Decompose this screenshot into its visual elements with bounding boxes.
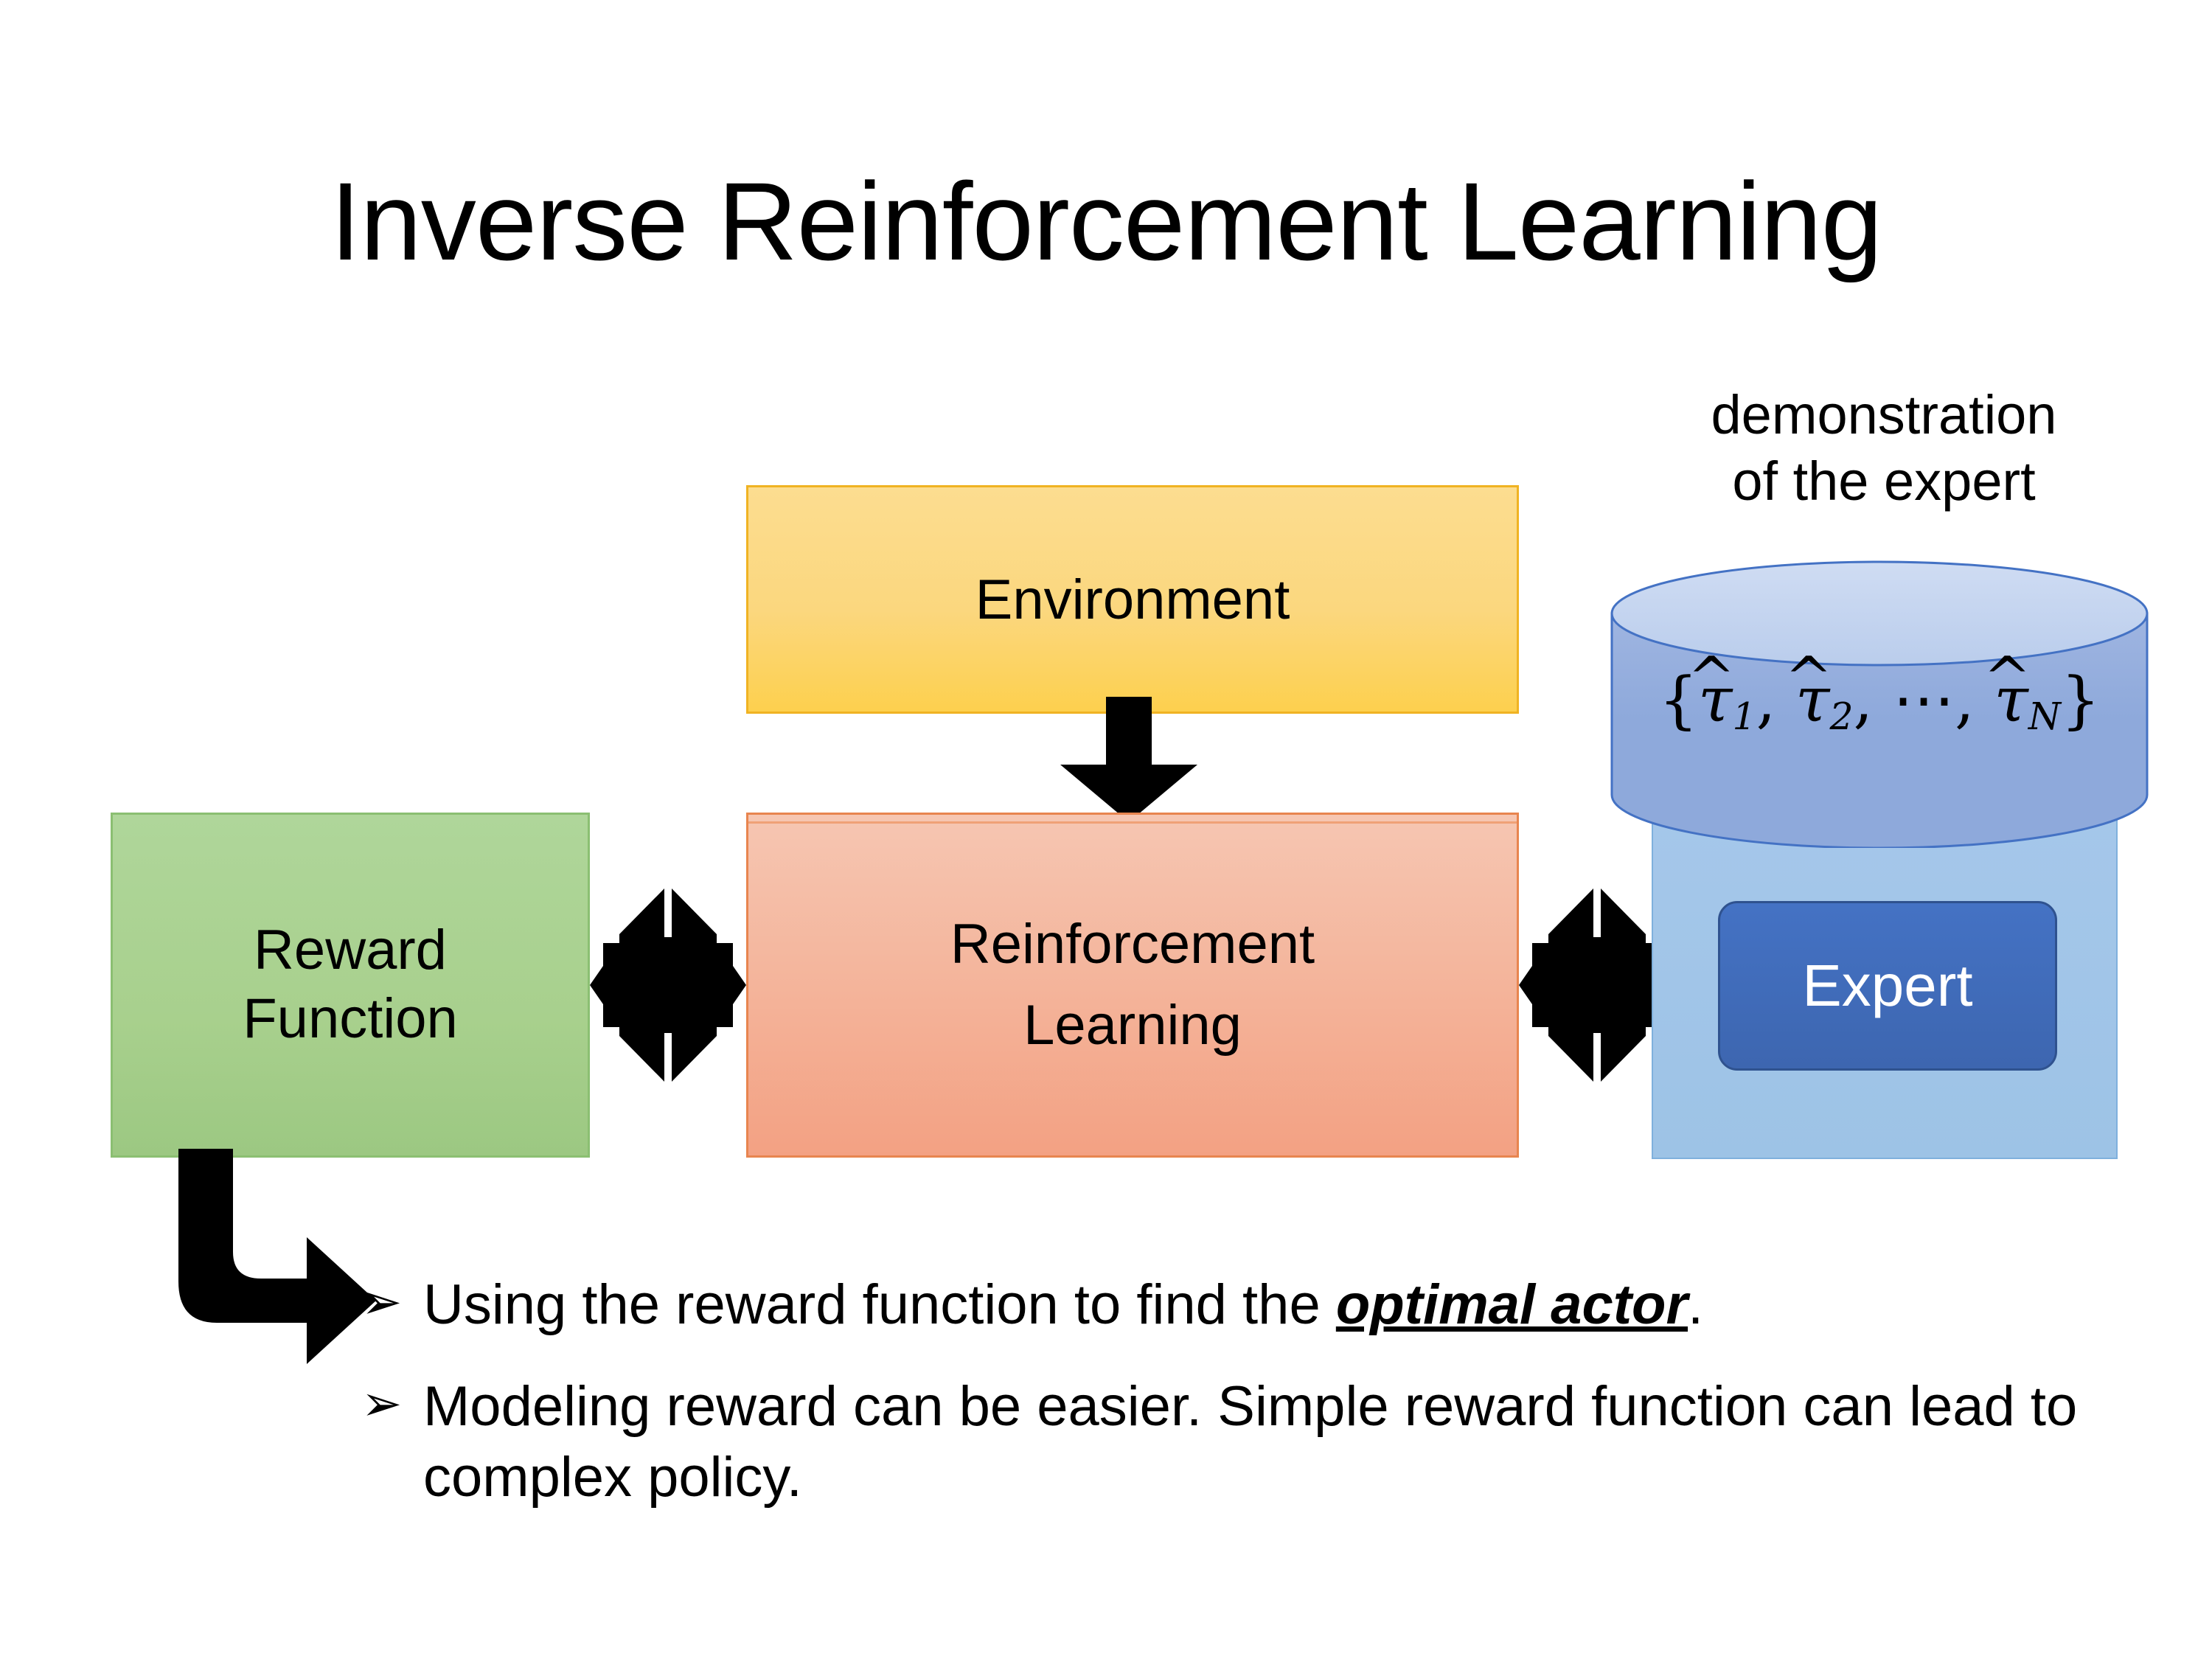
- demonstration-caption: demonstration of the expert: [1630, 382, 2138, 515]
- demonstration-caption-line1: demonstration: [1711, 384, 2057, 445]
- arrow-reward-to-bullets: [162, 1149, 376, 1370]
- rl-label-line2: Learning: [1023, 994, 1242, 1057]
- expert-box: Expert: [1718, 901, 2057, 1071]
- comma-2: ,: [1853, 664, 1874, 736]
- hat-accent: ^: [1784, 644, 1833, 712]
- bullet-1-prefix: Using the reward function to find the: [423, 1273, 1336, 1336]
- rl-label-line1: Reinforcement: [950, 912, 1315, 975]
- demonstration-caption-line2: of the expert: [1732, 451, 2036, 512]
- bullet-1-emphasis: optimal actor: [1335, 1273, 1688, 1336]
- bullet-arrow-icon: ➢: [361, 1274, 403, 1329]
- tau-n-subscript: N: [2028, 695, 2061, 739]
- bullet-text-1: Using the reward function to find the op…: [423, 1270, 2146, 1340]
- tau-2-subscript: 2: [1829, 695, 1854, 739]
- list-item: ➢ Modeling reward can be easier. Simple …: [361, 1371, 2146, 1513]
- reinforcement-learning-box-label: Reinforcement Learning: [950, 904, 1315, 1066]
- tau-hat-1: ^τ: [1687, 644, 1736, 737]
- environment-box-label: Environment: [975, 568, 1290, 631]
- list-item: ➢ Using the reward function to find the …: [361, 1270, 2146, 1340]
- arrow-rl-to-expert: [1519, 888, 1675, 1082]
- trajectory-set-label: {^τ1, ^τ2, ⋯, ^τN}: [1610, 644, 2149, 739]
- comma-1: ,: [1756, 664, 1776, 736]
- rl-box-top-rule: [748, 821, 1517, 824]
- environment-box: Environment: [746, 485, 1519, 714]
- trajectory-set-close-brace: }: [2060, 664, 2101, 736]
- bullet-1-suffix: .: [1688, 1273, 1704, 1336]
- down-arrow-icon: [1060, 697, 1197, 822]
- arrow-reward-to-rl: [590, 888, 746, 1082]
- arrow-environment-to-rl: [1060, 697, 1197, 822]
- bullet-arrow-icon: ➢: [361, 1375, 403, 1430]
- bullet-text-2: Modeling reward can be easier. Simple re…: [423, 1374, 2078, 1509]
- tau-hat-2: ^τ: [1784, 644, 1833, 737]
- reward-function-label-line2: Function: [243, 987, 458, 1050]
- reward-function-label-line1: Reward: [254, 919, 447, 982]
- reward-function-box-label: Reward Function: [243, 917, 458, 1053]
- tau-1-subscript: 1: [1732, 695, 1756, 739]
- hat-accent: ^: [1983, 644, 2031, 712]
- bullet-list: ➢ Using the reward function to find the …: [361, 1270, 2146, 1512]
- bent-arrow-icon: [178, 1149, 376, 1364]
- page-title: Inverse Reinforcement Learning: [330, 159, 1883, 283]
- comma-3: ,: [1954, 664, 1975, 736]
- reinforcement-learning-box: Reinforcement Learning: [746, 813, 1519, 1158]
- tau-hat-n: ^τ: [1983, 644, 2031, 737]
- hat-accent: ^: [1687, 644, 1736, 712]
- trajectory-set-open-brace: {: [1658, 664, 1699, 736]
- demonstration-cylinder: [1610, 560, 2149, 848]
- quad-arrow-icon: [1519, 888, 1675, 1082]
- reward-function-box: Reward Function: [111, 813, 590, 1158]
- quad-arrow-icon: [590, 888, 746, 1082]
- expert-box-label: Expert: [1802, 953, 1973, 1018]
- database-cylinder-icon: [1610, 560, 2149, 848]
- trajectory-ellipsis: ⋯: [1892, 664, 1955, 736]
